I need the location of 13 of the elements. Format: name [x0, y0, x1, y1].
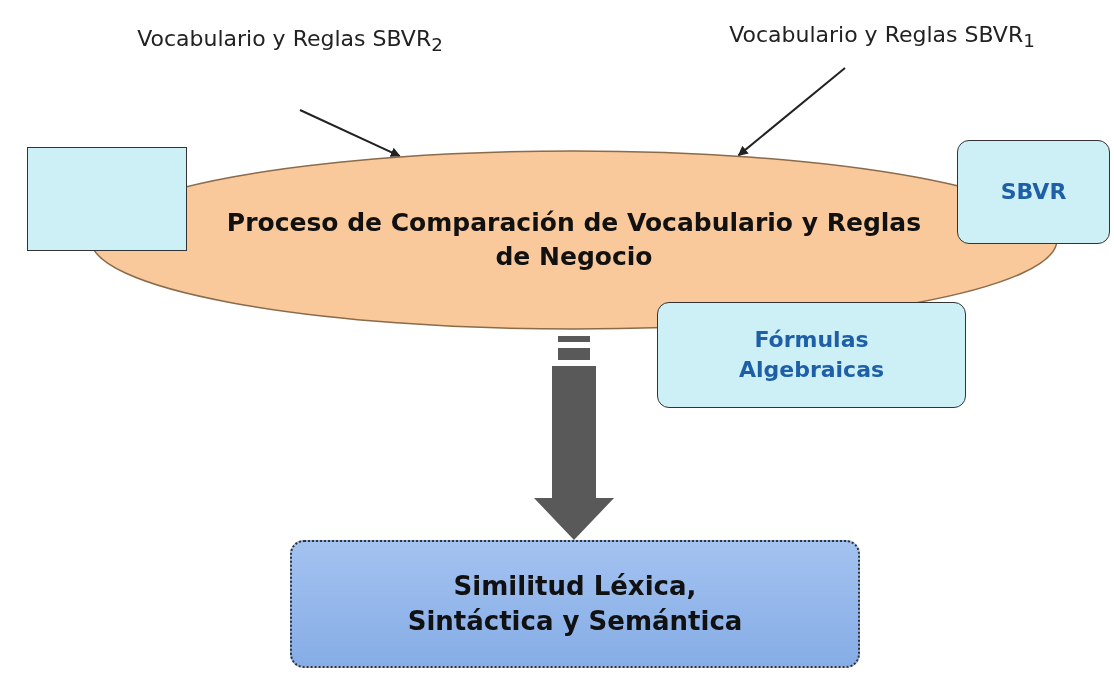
block-arrow [534, 336, 614, 540]
empty-box [27, 147, 187, 251]
result-label: Similitud Léxica, Sintáctica y Semántica [406, 569, 744, 638]
arrow [299, 109, 401, 158]
tag-label: SBVR [1000, 178, 1067, 207]
arrow [737, 67, 846, 157]
annotation-text: Vocabulario y Reglas SBVR$_{2}$ [137, 24, 443, 58]
tag-label: Fórmulas Algebraicas [737, 326, 886, 384]
tag-box [957, 140, 1110, 244]
process-label: Proceso de Comparación de Vocabulario y Reglas de Negocio [225, 207, 923, 273]
result-box [290, 540, 860, 668]
annotation-text: Vocabulario y Reglas SBVR$_{1}$ [729, 20, 1035, 54]
tag-box [657, 302, 966, 408]
